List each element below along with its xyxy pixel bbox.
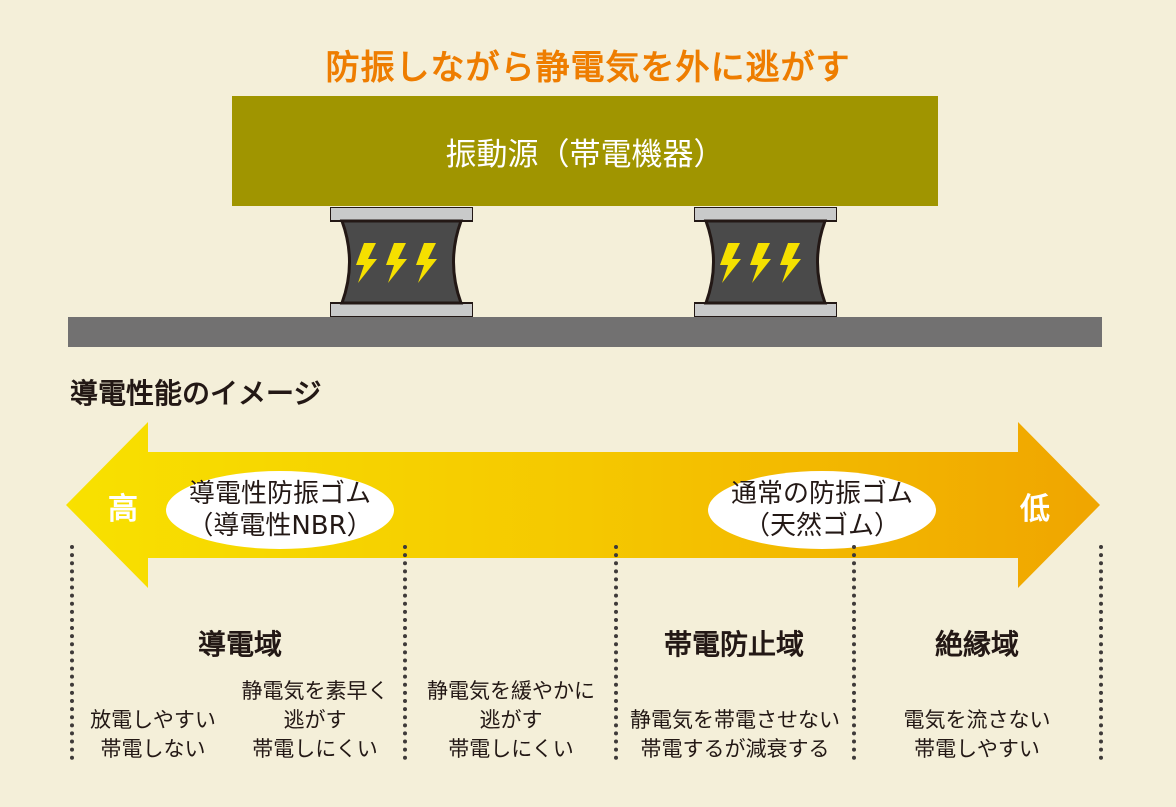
section-heading: 導電性能のイメージ [70,377,322,410]
zone-divider [614,545,618,760]
vibration-source-box: 振動源（帯電機器） [232,96,938,206]
lightning-icon [356,243,437,283]
gradual-desc: 静電気を緩やかに 逃がす 帯電しにくい [412,677,610,764]
anti-vibration-rubber-right [694,207,837,317]
zone-title-conductive: 導電域 [197,628,282,661]
lightning-icon [720,243,801,283]
desc-line: 帯電しない [100,737,206,761]
conductive-desc-2: 静電気を素早く 逃がす 帯電しにくい [230,677,400,764]
desc-line: 逃がす [479,708,543,732]
desc-line: 静電気を帯電させない [630,708,840,732]
standard-rubber-material: （天然ゴム） [743,511,900,541]
zone-title-insulating: 絶縁域 [934,628,1019,661]
desc-line: 電気を流さない [903,708,1051,732]
desc-line: 放電しやすい [90,708,216,732]
zone-divider [1099,545,1103,760]
conductive-desc-1: 放電しやすい 帯電しない [78,706,228,764]
insulating-desc: 電気を流さない 帯電しやすい [862,706,1092,764]
conductive-rubber-ellipse: 導電性防振ゴム （導電性NBR） [166,471,394,549]
desc-line: 帯電するが減衰する [640,737,830,761]
desc-line: 帯電しやすい [914,737,1040,761]
zone-divider [852,545,856,760]
high-label: 高 [108,492,138,527]
conductive-rubber-name: 導電性防振ゴム [188,479,371,509]
antistatic-desc: 静電気を帯電させない 帯電するが減衰する [620,706,850,764]
desc-line: 静電気を素早く [241,679,389,703]
desc-line: 帯電しにくい [448,737,574,761]
standard-rubber-name: 通常の防振ゴム [730,479,913,509]
diagram-title: 防振しながら静電気を外に逃がす [325,48,851,88]
standard-rubber-ellipse: 通常の防振ゴム （天然ゴム） [708,471,936,549]
conductive-rubber-material: （導電性NBR） [187,511,373,541]
desc-line: 静電気を緩やかに [427,679,595,703]
desc-line: 帯電しにくい [252,737,378,761]
ground-floor [68,317,1102,347]
zone-title-antistatic: 帯電防止域 [663,628,804,661]
zone-divider [403,545,407,760]
vibration-source-label: 振動源（帯電機器） [445,136,725,173]
low-label: 低 [1020,492,1050,527]
zone-divider [70,545,74,760]
anti-vibration-rubber-left [330,207,473,317]
desc-line: 逃がす [283,708,347,732]
